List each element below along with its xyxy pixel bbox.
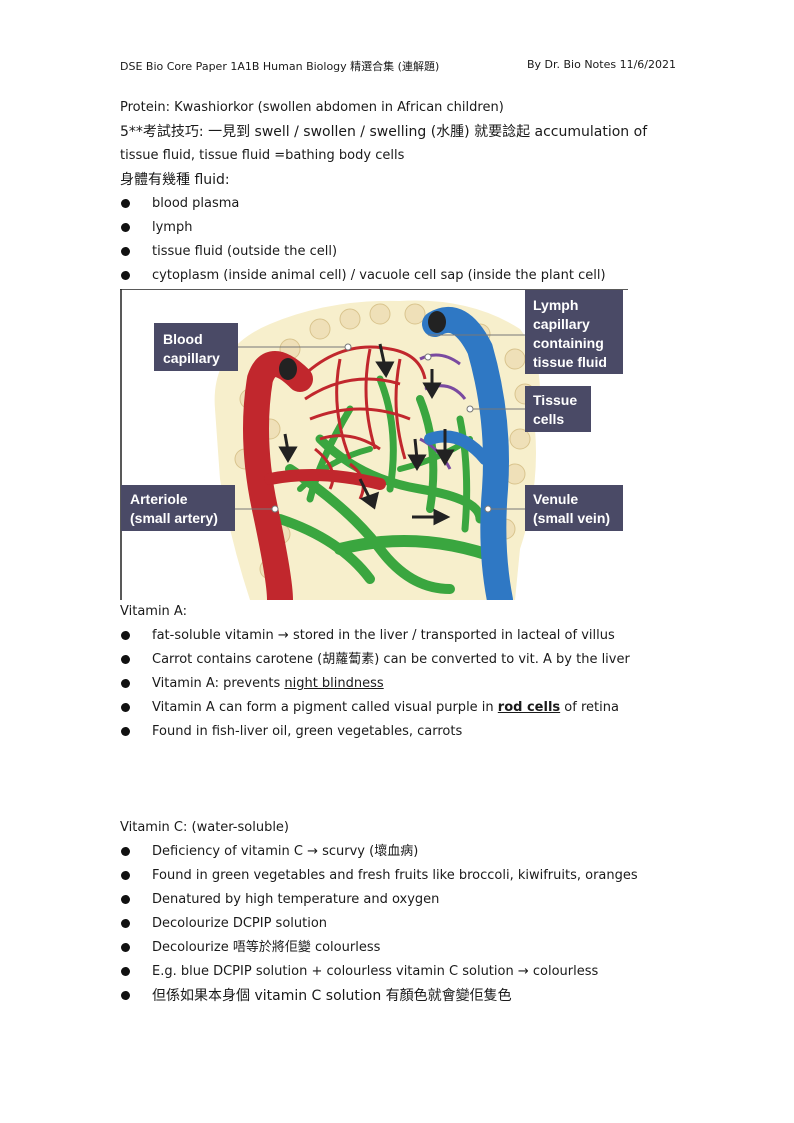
bullet-dot: [121, 871, 130, 880]
exam-tip-line: 5**考試技巧: 一見到 swell / swollen / swelling …: [120, 124, 648, 140]
list-item: fat-soluble vitamin → stored in the live…: [120, 624, 630, 648]
label-lymph-capillary: Lymph capillary containing tissue fluid: [525, 290, 623, 374]
list-item: Decolourize DCPIP solution: [120, 912, 638, 936]
label-text: capillary: [163, 350, 220, 366]
label-text: Blood: [163, 331, 203, 347]
list-item: Vitamin A: prevents night blindness: [120, 672, 630, 696]
bullet-dot: [121, 655, 130, 664]
underlined-term: night blindness: [284, 676, 384, 691]
fluid-types-list: blood plasma lymph tissue fluid (outside…: [120, 192, 606, 288]
label-blood-capillary: Blood capillary: [154, 323, 238, 371]
arteriole-branch: [264, 469, 386, 490]
venule-branch: [424, 430, 491, 465]
bullet-dot: [121, 247, 130, 256]
protein-heading: Protein: Kwashiorkor (swollen abdomen in…: [120, 100, 504, 115]
label-text: (small vein): [533, 510, 610, 526]
label-text: Arteriole: [130, 491, 188, 507]
bullet-dot: [121, 895, 130, 904]
list-item: tissue fluid (outside the cell): [120, 240, 606, 264]
bullet-dot: [121, 679, 130, 688]
label-venule: Venule (small vein): [525, 485, 623, 531]
arteriole-vessel: [243, 351, 313, 600]
list-item: E.g. blue DCPIP solution + colourless vi…: [120, 960, 638, 984]
bullet-dot: [121, 943, 130, 952]
bullet-dot: [121, 703, 130, 712]
label-text: cells: [533, 411, 564, 427]
bold-underlined-term: rod cells: [497, 700, 561, 715]
label-arteriole: Arteriole (small artery): [121, 485, 235, 531]
bullet-dot: [121, 199, 130, 208]
tissue-fluid-network: [275, 375, 506, 594]
capillary-network-diagram: Blood capillary Lymph capillary containi…: [120, 289, 628, 600]
venule-opening: [428, 311, 446, 333]
vitamin-a-list: fat-soluble vitamin → stored in the live…: [120, 624, 630, 744]
bullet-dot: [121, 727, 130, 736]
bullet-dot: [121, 631, 130, 640]
label-text: Venule: [533, 491, 578, 507]
list-item: lymph: [120, 216, 606, 240]
label-text: Tissue: [533, 392, 577, 408]
label-text: tissue fluid: [533, 354, 607, 370]
label-tissue-cells: Tissue cells: [525, 386, 591, 432]
list-item: Found in green vegetables and fresh frui…: [120, 864, 638, 888]
header-title: DSE Bio Core Paper 1A1B Human Biology 精選…: [120, 60, 440, 73]
list-item: Decolourize 唔等於將佢變 colourless: [120, 936, 638, 960]
vitamin-c-list: Deficiency of vitamin C → scurvy (壞血病) F…: [120, 840, 638, 1008]
label-text: Lymph: [533, 297, 578, 313]
bullet-dot: [121, 991, 130, 1000]
list-item: Deficiency of vitamin C → scurvy (壞血病): [120, 840, 638, 864]
flow-arrows: [278, 343, 455, 526]
bullet-dot: [121, 847, 130, 856]
exam-tip-line-cont: tissue fluid, tissue fluid =bathing body…: [120, 148, 405, 163]
list-item: Carrot contains carotene (胡蘿蔔素) can be c…: [120, 648, 630, 672]
label-text: capillary: [533, 316, 590, 332]
arrow-icon: →: [517, 964, 529, 979]
bullet-dot: [121, 919, 130, 928]
label-text: (small artery): [130, 510, 218, 526]
vitamin-c-heading: Vitamin C: (water-soluble): [120, 820, 289, 835]
venule-vessel: [422, 307, 513, 600]
list-item: Vitamin A can form a pigment called visu…: [120, 696, 630, 720]
list-item: Denatured by high temperature and oxygen: [120, 888, 638, 912]
list-item: cytoplasm (inside animal cell) / vacuole…: [120, 264, 606, 288]
bullet-dot: [121, 271, 130, 280]
list-item: Found in fish-liver oil, green vegetable…: [120, 720, 630, 744]
arteriole-opening: [279, 358, 297, 380]
list-item: 但係如果本身個 vitamin C solution 有顏色就會變佢隻色: [120, 984, 638, 1008]
bullet-dot: [121, 223, 130, 232]
vitamin-a-heading: Vitamin A:: [120, 604, 187, 619]
label-text: containing: [533, 335, 604, 351]
arrow-icon: →: [307, 844, 318, 859]
bullet-dot: [121, 967, 130, 976]
blood-capillary-network: [298, 345, 427, 500]
list-item: blood plasma: [120, 192, 606, 216]
fluid-types-heading: 身體有幾種 fluid:: [120, 172, 230, 188]
arrow-icon: →: [277, 628, 289, 643]
header-author-date: By Dr. Bio Notes 11/6/2021: [526, 58, 676, 71]
